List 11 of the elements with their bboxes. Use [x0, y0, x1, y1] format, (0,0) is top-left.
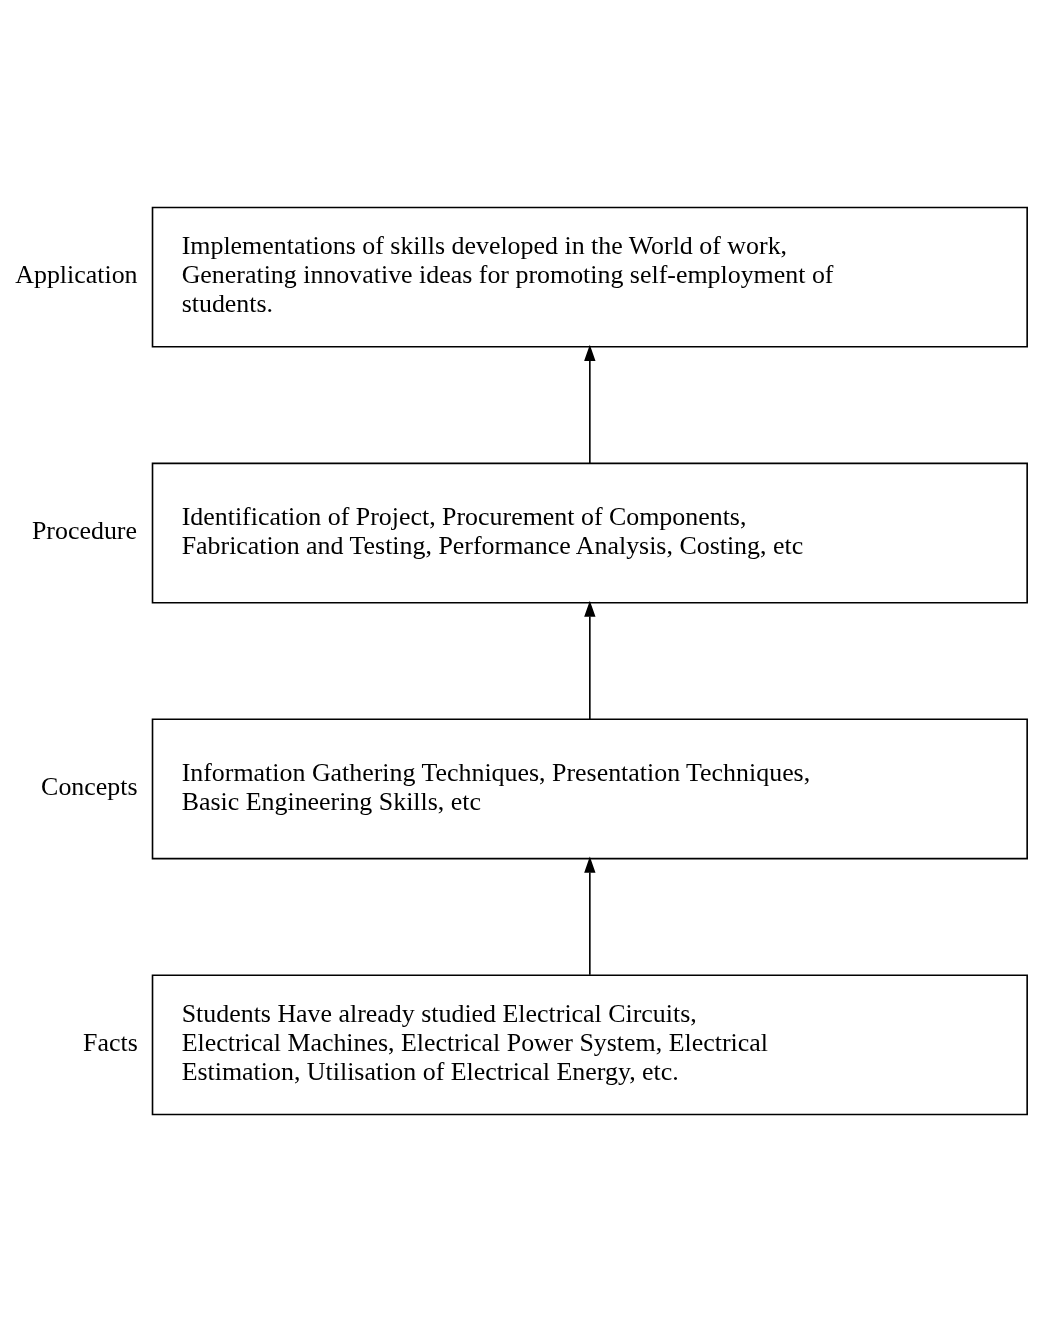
arrow — [584, 856, 596, 976]
node-box: Implementations of skills developed in the World of work, Generating innovative ideas for promoting self-employment of students. — [151, 206, 1028, 348]
arrow — [584, 600, 596, 720]
node-label: Procedure — [31, 516, 137, 546]
node-label: Concepts — [41, 772, 138, 802]
node-label: Facts — [83, 1028, 138, 1058]
node-box: Information Gathering Techniques, Presentation Techniques, Basic Engineering Skills, etc — [151, 718, 1028, 860]
node-box: Identification of Project, Procurement of Components, Fabrication and Testing, Performance Analysis, Costing, etc — [151, 462, 1028, 604]
node-label: Application — [15, 260, 138, 290]
arrow — [584, 344, 596, 464]
node-box: Students Have already studied Electrical Circuits, Electrical Machines, Electrical Power System, Electrical Estimation, Utilisation of Electrical Energy, etc. — [151, 974, 1028, 1116]
